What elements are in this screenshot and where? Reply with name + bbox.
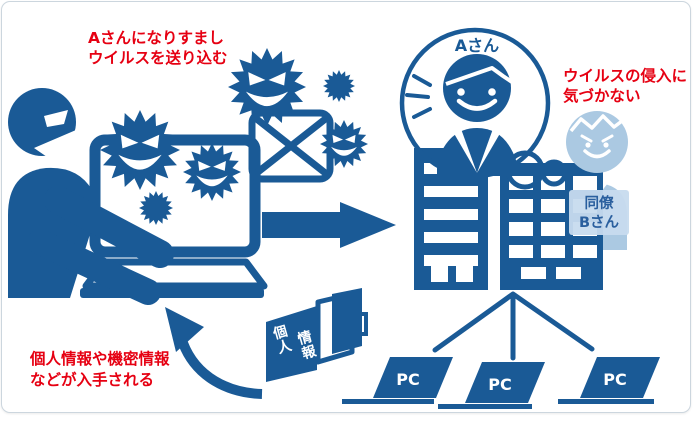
virus-icon xyxy=(320,120,368,168)
pc-label: PC xyxy=(603,370,626,389)
burst-icon xyxy=(139,191,173,225)
arrow-curved-icon xyxy=(165,307,263,399)
arrow-right-icon xyxy=(262,202,396,248)
network-icon xyxy=(432,291,595,361)
annotation-text: 個人情報や機密情報 xyxy=(29,349,170,368)
virus-icon xyxy=(228,48,306,126)
annotation-text: 気づかない xyxy=(563,86,641,105)
colleague-label: 同僚 Bさん xyxy=(569,190,629,235)
annotation-text: Aさんになりすまし xyxy=(88,29,224,47)
annotation-stolen: 個人情報や機密情報 などが入手される xyxy=(29,349,170,389)
virus-icon xyxy=(100,110,180,190)
colleague-label-line1: 同僚 xyxy=(585,194,614,212)
pc-laptop-icon: PC xyxy=(342,357,453,404)
annotation-text: などが入手される xyxy=(30,370,154,389)
pc-laptop-icon: PC xyxy=(558,357,660,404)
virus-icon xyxy=(183,143,241,201)
envelope-icon xyxy=(248,109,334,183)
hacker-icon xyxy=(8,88,174,305)
colleague-label-line2: Bさん xyxy=(579,214,620,231)
annotation-unnoticed: ウイルスの侵入に 気づかない xyxy=(563,66,687,105)
person-a-label: Aさん xyxy=(455,36,499,55)
colleague-icon xyxy=(566,111,628,173)
pc-label: PC xyxy=(488,375,511,394)
folder-icon: 個人 情報 xyxy=(266,288,368,382)
annotation-impersonate: Aさんになりすまし ウイルスを送り込む xyxy=(88,29,228,67)
burst-icon xyxy=(323,70,355,102)
pc-laptop-icon: PC xyxy=(438,362,545,409)
annotation-text: ウイルスの侵入に xyxy=(563,66,687,85)
speech-lines-icon xyxy=(405,74,432,119)
annotation-text: ウイルスを送り込む xyxy=(88,48,228,67)
person-a-icon: Aさん xyxy=(399,27,551,179)
pc-label: PC xyxy=(396,370,419,389)
